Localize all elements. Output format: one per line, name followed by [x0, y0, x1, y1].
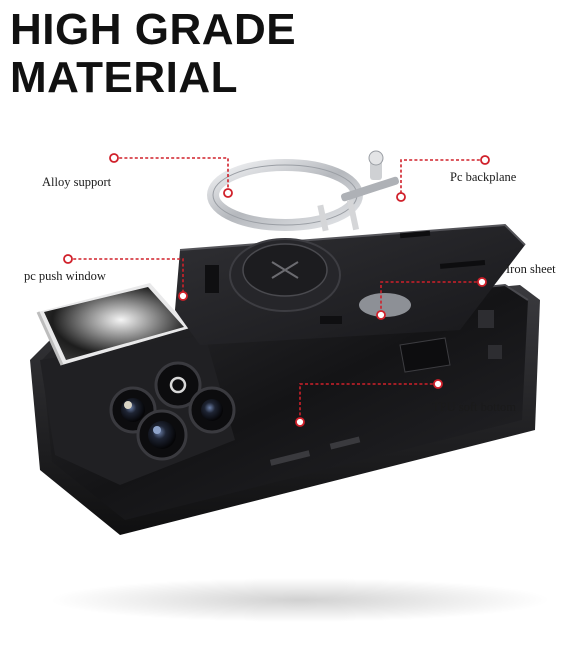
leader-iron-sheet — [380, 281, 482, 315]
callout-dots — [63, 153, 490, 427]
dot-backplane-start — [480, 155, 490, 165]
label-pc-push-window: pc push window — [24, 269, 106, 283]
headline: HIGH GRADE MATERIAL — [10, 6, 296, 102]
dot-backplane-end — [396, 192, 406, 202]
dot-alloy-start — [109, 153, 119, 163]
dot-window-start — [63, 254, 73, 264]
dot-iron-end — [376, 310, 386, 320]
dot-iron-start — [477, 277, 487, 287]
dot-tpu-start — [433, 379, 443, 389]
leader-pc-push-window — [68, 258, 184, 296]
camera-lenses — [109, 361, 236, 461]
rotating-mount — [229, 238, 411, 317]
floor-shadow — [50, 578, 550, 622]
label-alloy-support: Alloy support — [42, 175, 112, 189]
label-iron-sheet: Iron sheet — [506, 262, 556, 276]
leader-alloy-support — [114, 157, 229, 193]
dot-alloy-end — [223, 188, 233, 198]
dot-window-end — [178, 291, 188, 301]
label-tpu-soft-bottom: TPU soft bottom — [432, 400, 517, 414]
push-window — [36, 283, 190, 366]
headline-line-2: MATERIAL — [10, 53, 239, 102]
callout-lines — [68, 157, 485, 422]
label-pc-backplane: Pc backplane — [450, 170, 517, 184]
leader-tpu-soft-bottom — [299, 383, 438, 422]
dot-tpu-end — [295, 417, 305, 427]
alloy-ring — [207, 150, 399, 232]
headline-line-1: HIGH GRADE — [10, 5, 297, 54]
leader-pc-backplane — [400, 159, 485, 197]
